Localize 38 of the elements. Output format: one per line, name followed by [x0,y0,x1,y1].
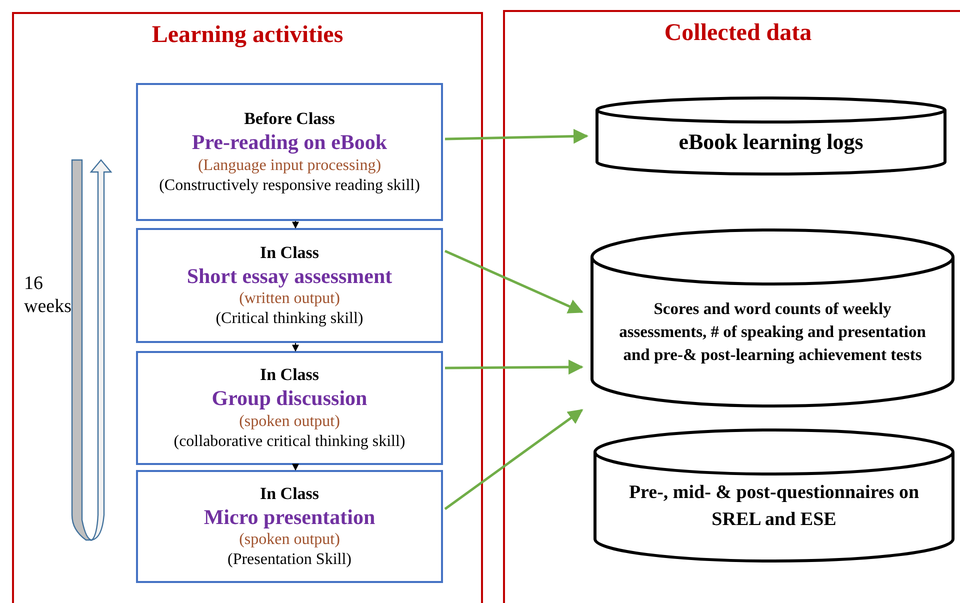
skill-description: (Presentation Skill) [226,550,352,570]
panel [503,10,960,603]
activity-title: Pre-reading on eBook [190,129,388,156]
data-description: Scores and word counts of weekly assessments, # of speaking and presentation and pre-& post-learning achievement tests [618,298,927,366]
skill-description: (Critical thinking skill) [214,309,364,328]
duration-label: 16 weeks [24,273,72,319]
activity-box [136,470,443,583]
panel [12,12,483,603]
output-type: (spoken output) [238,530,341,550]
activity-box [136,228,443,343]
arrow [292,342,299,352]
database-cylinder [590,228,955,408]
activity-title: Micro presentation [202,504,376,530]
activity-box [136,351,443,465]
database-cylinder [595,96,947,176]
arrow [444,128,588,144]
arrow [292,464,299,471]
database-cylinder [593,428,955,563]
output-type: (spoken output) [238,412,341,432]
data-description: eBook learning logs [678,128,864,156]
activity-title: Group discussion [210,385,368,412]
data-description: Pre-, mid- & post-questionnaires on SREL and ESE [628,480,920,532]
skill-description: (collaborative critical thinking skill) [172,432,406,451]
session-label: In Class [258,242,320,263]
session-label: In Class [258,365,320,386]
output-type: (written output) [238,289,341,310]
session-label: Before Class [243,109,336,130]
arrow [444,250,584,314]
arrow [444,408,584,510]
output-type: (Language input processing) [196,156,382,176]
activity-title: Short essay assessment [186,262,394,290]
arrow [292,220,299,229]
skill-description: (Constructively responsive reading skill) [158,176,421,195]
session-label: In Class [258,484,320,504]
arrow [445,360,584,375]
activity-box [136,83,443,221]
panel-heading: Learning activities [150,22,344,49]
panel-heading: Collected data [663,20,813,47]
